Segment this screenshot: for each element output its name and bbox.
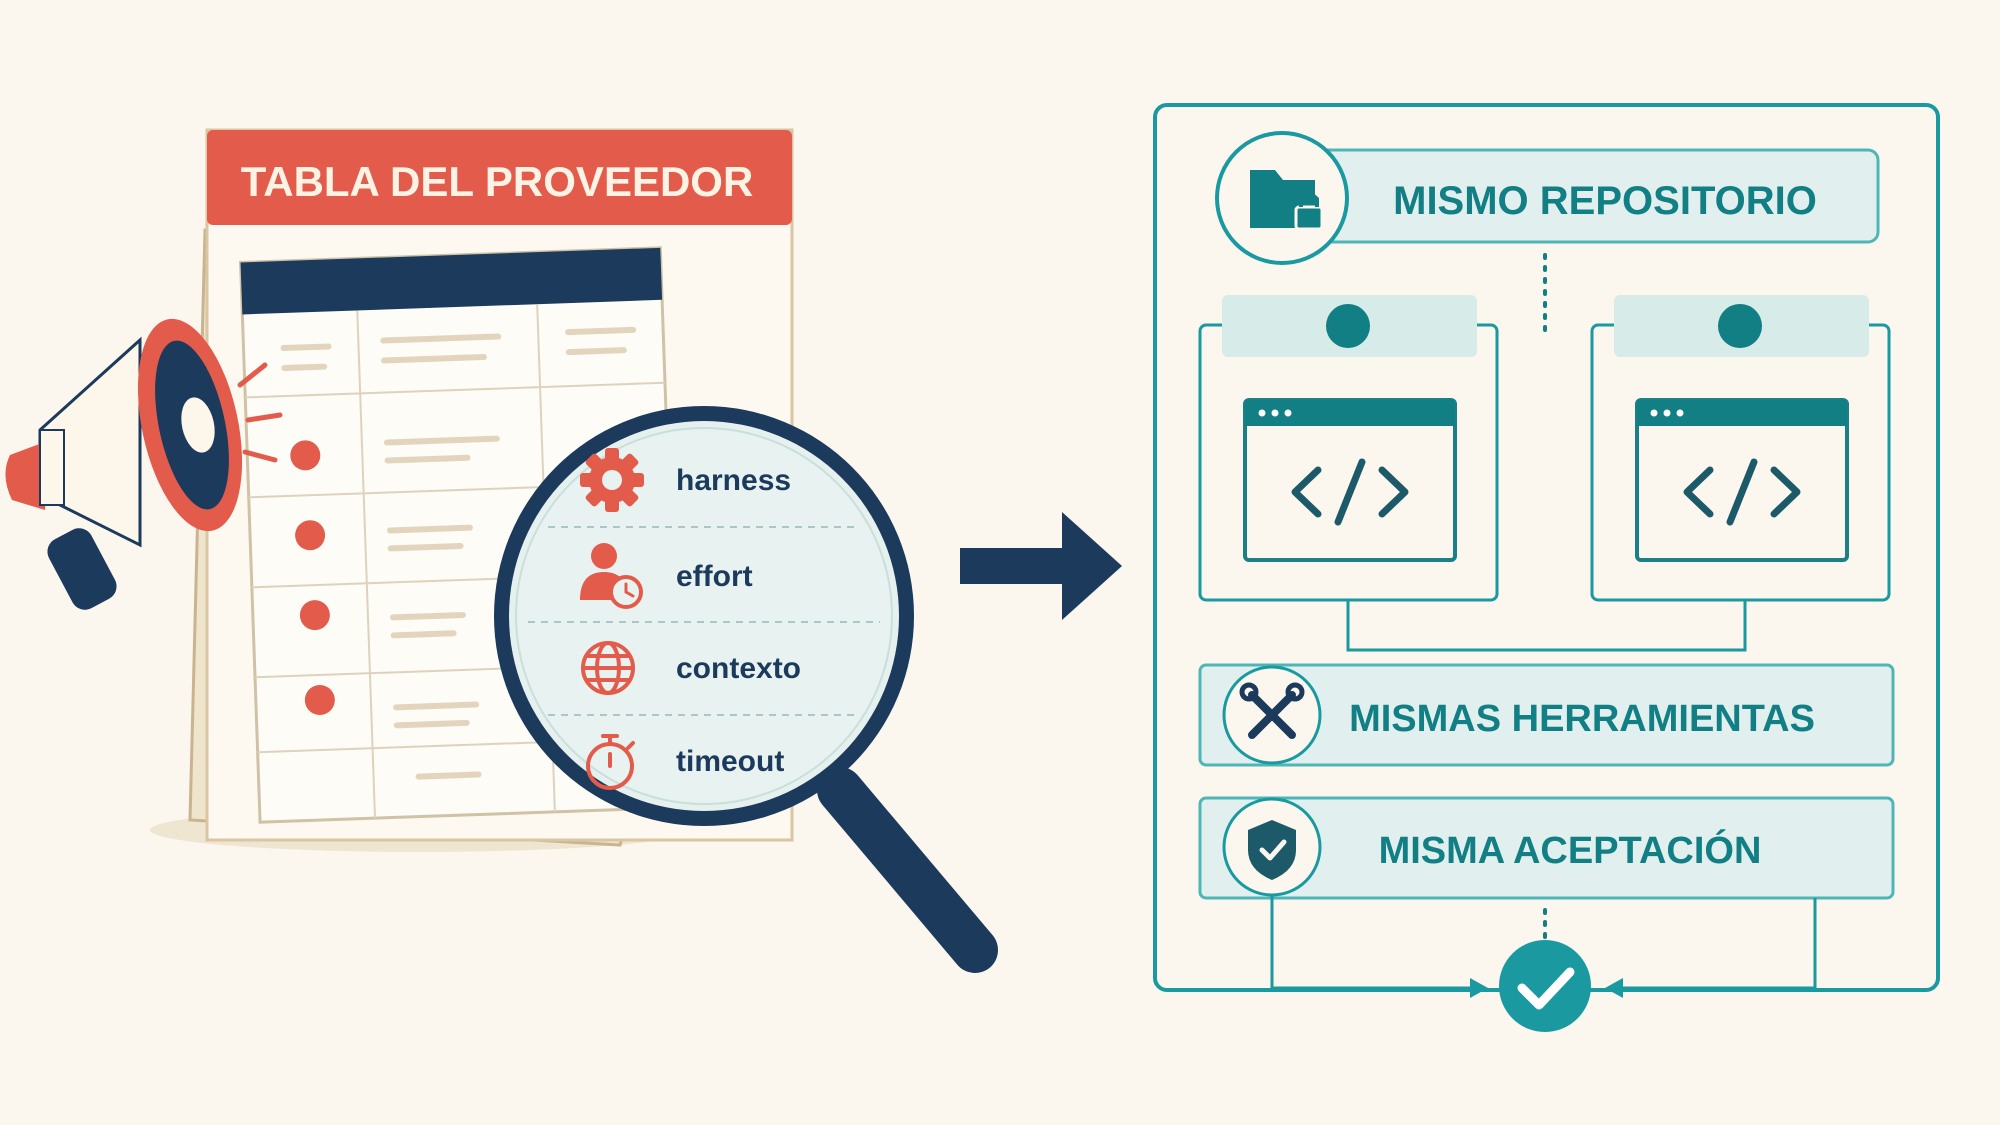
magnifier-icon bbox=[494, 406, 998, 973]
lens-item-label-effort: effort bbox=[676, 560, 753, 593]
row-marker-dot bbox=[299, 600, 330, 631]
person-clock-icon bbox=[580, 543, 643, 609]
gear-icon bbox=[580, 448, 644, 512]
workspace-panel-left bbox=[1198, 295, 1499, 602]
row-marker-dot bbox=[290, 440, 321, 471]
folder-lock-icon bbox=[1250, 170, 1324, 231]
lens-item-label-contexto: contexto bbox=[676, 652, 801, 685]
panels-connector bbox=[1346, 600, 1747, 652]
stopwatch-icon bbox=[586, 734, 635, 790]
shield-check-icon bbox=[1248, 820, 1296, 880]
check-icon bbox=[1499, 940, 1591, 1032]
code-icon bbox=[1683, 458, 1801, 526]
row-marker-dot bbox=[304, 684, 335, 715]
tools-icon bbox=[1239, 682, 1305, 739]
code-icon bbox=[1291, 458, 1409, 526]
lens-item-label-harness: harness bbox=[676, 464, 791, 497]
repository-label: MISMO REPOSITORIO bbox=[1393, 179, 1817, 223]
right-arrow-icon bbox=[960, 512, 1122, 620]
acceptance-label: MISMA ACEPTACIÓN bbox=[1379, 828, 1762, 872]
table-title: TABLA DEL PROVEEDOR bbox=[241, 158, 754, 205]
tools-banner bbox=[1198, 663, 1895, 767]
lens-item-label-timeout: timeout bbox=[676, 745, 784, 778]
row-marker-dot bbox=[295, 520, 326, 551]
workspace-panel-right bbox=[1590, 295, 1891, 602]
tools-label: MISMAS HERRAMIENTAS bbox=[1349, 698, 1815, 740]
megaphone-icon bbox=[5, 318, 283, 610]
globe-icon bbox=[581, 641, 635, 695]
